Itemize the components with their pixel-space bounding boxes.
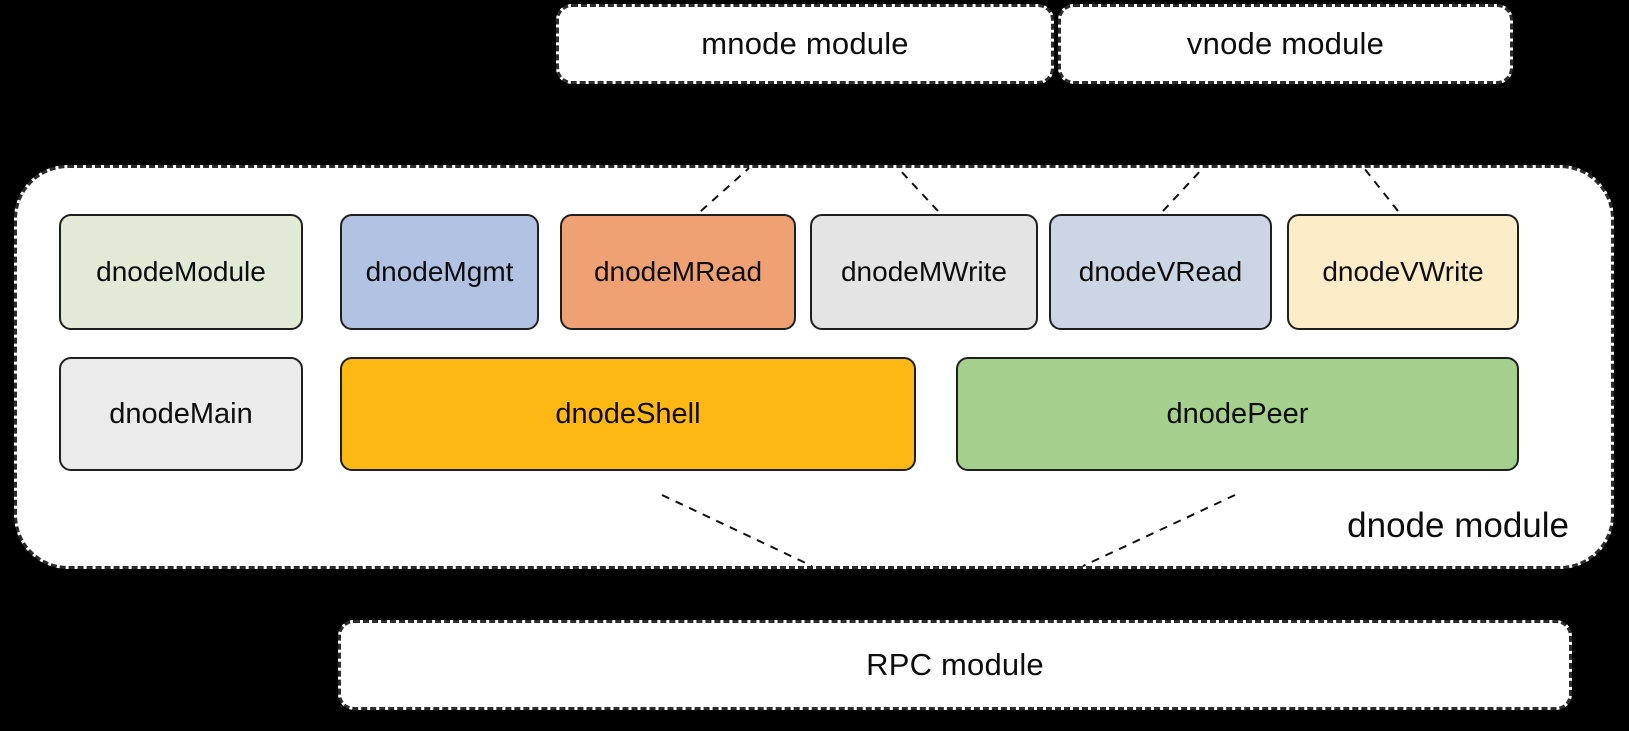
module-label-rpc: RPC module	[866, 647, 1044, 682]
module-box-mnode[interactable]: mnode module	[556, 4, 1054, 84]
module-box-vnode[interactable]: vnode module	[1058, 4, 1513, 84]
module-label-vnode: vnode module	[1186, 26, 1385, 61]
component-dnode-main[interactable]: dnodeMain	[59, 357, 303, 471]
component-label: dnodePeer	[1166, 397, 1309, 430]
component-label: dnodeMain	[109, 397, 253, 430]
module-box-rpc[interactable]: RPC module	[338, 620, 1572, 710]
component-dnode-mwrite[interactable]: dnodeMWrite	[810, 214, 1038, 330]
component-dnode-mread[interactable]: dnodeMRead	[560, 214, 796, 330]
component-label: dnodeMRead	[593, 256, 763, 287]
component-label: dnodeMWrite	[840, 256, 1007, 287]
component-dnode-module[interactable]: dnodeModule	[59, 214, 303, 330]
component-label: dnodeVRead	[1078, 256, 1243, 287]
module-box-dnode[interactable]: dnodeModule dnodeMgmt dnodeMRead dnodeMW…	[14, 165, 1614, 569]
component-dnode-peer[interactable]: dnodePeer	[956, 357, 1519, 471]
component-label: dnodeShell	[555, 397, 701, 430]
component-dnode-mgmt[interactable]: dnodeMgmt	[340, 214, 539, 330]
module-label-mnode: mnode module	[701, 26, 909, 61]
component-label: dnodeModule	[96, 256, 266, 287]
module-label-dnode: dnode module	[1347, 506, 1569, 545]
component-label: dnodeMgmt	[365, 256, 514, 287]
component-dnode-shell[interactable]: dnodeShell	[340, 357, 916, 471]
component-dnode-vwrite[interactable]: dnodeVWrite	[1287, 214, 1519, 330]
component-label: dnodeVWrite	[1322, 256, 1484, 287]
component-dnode-vread[interactable]: dnodeVRead	[1049, 214, 1272, 330]
